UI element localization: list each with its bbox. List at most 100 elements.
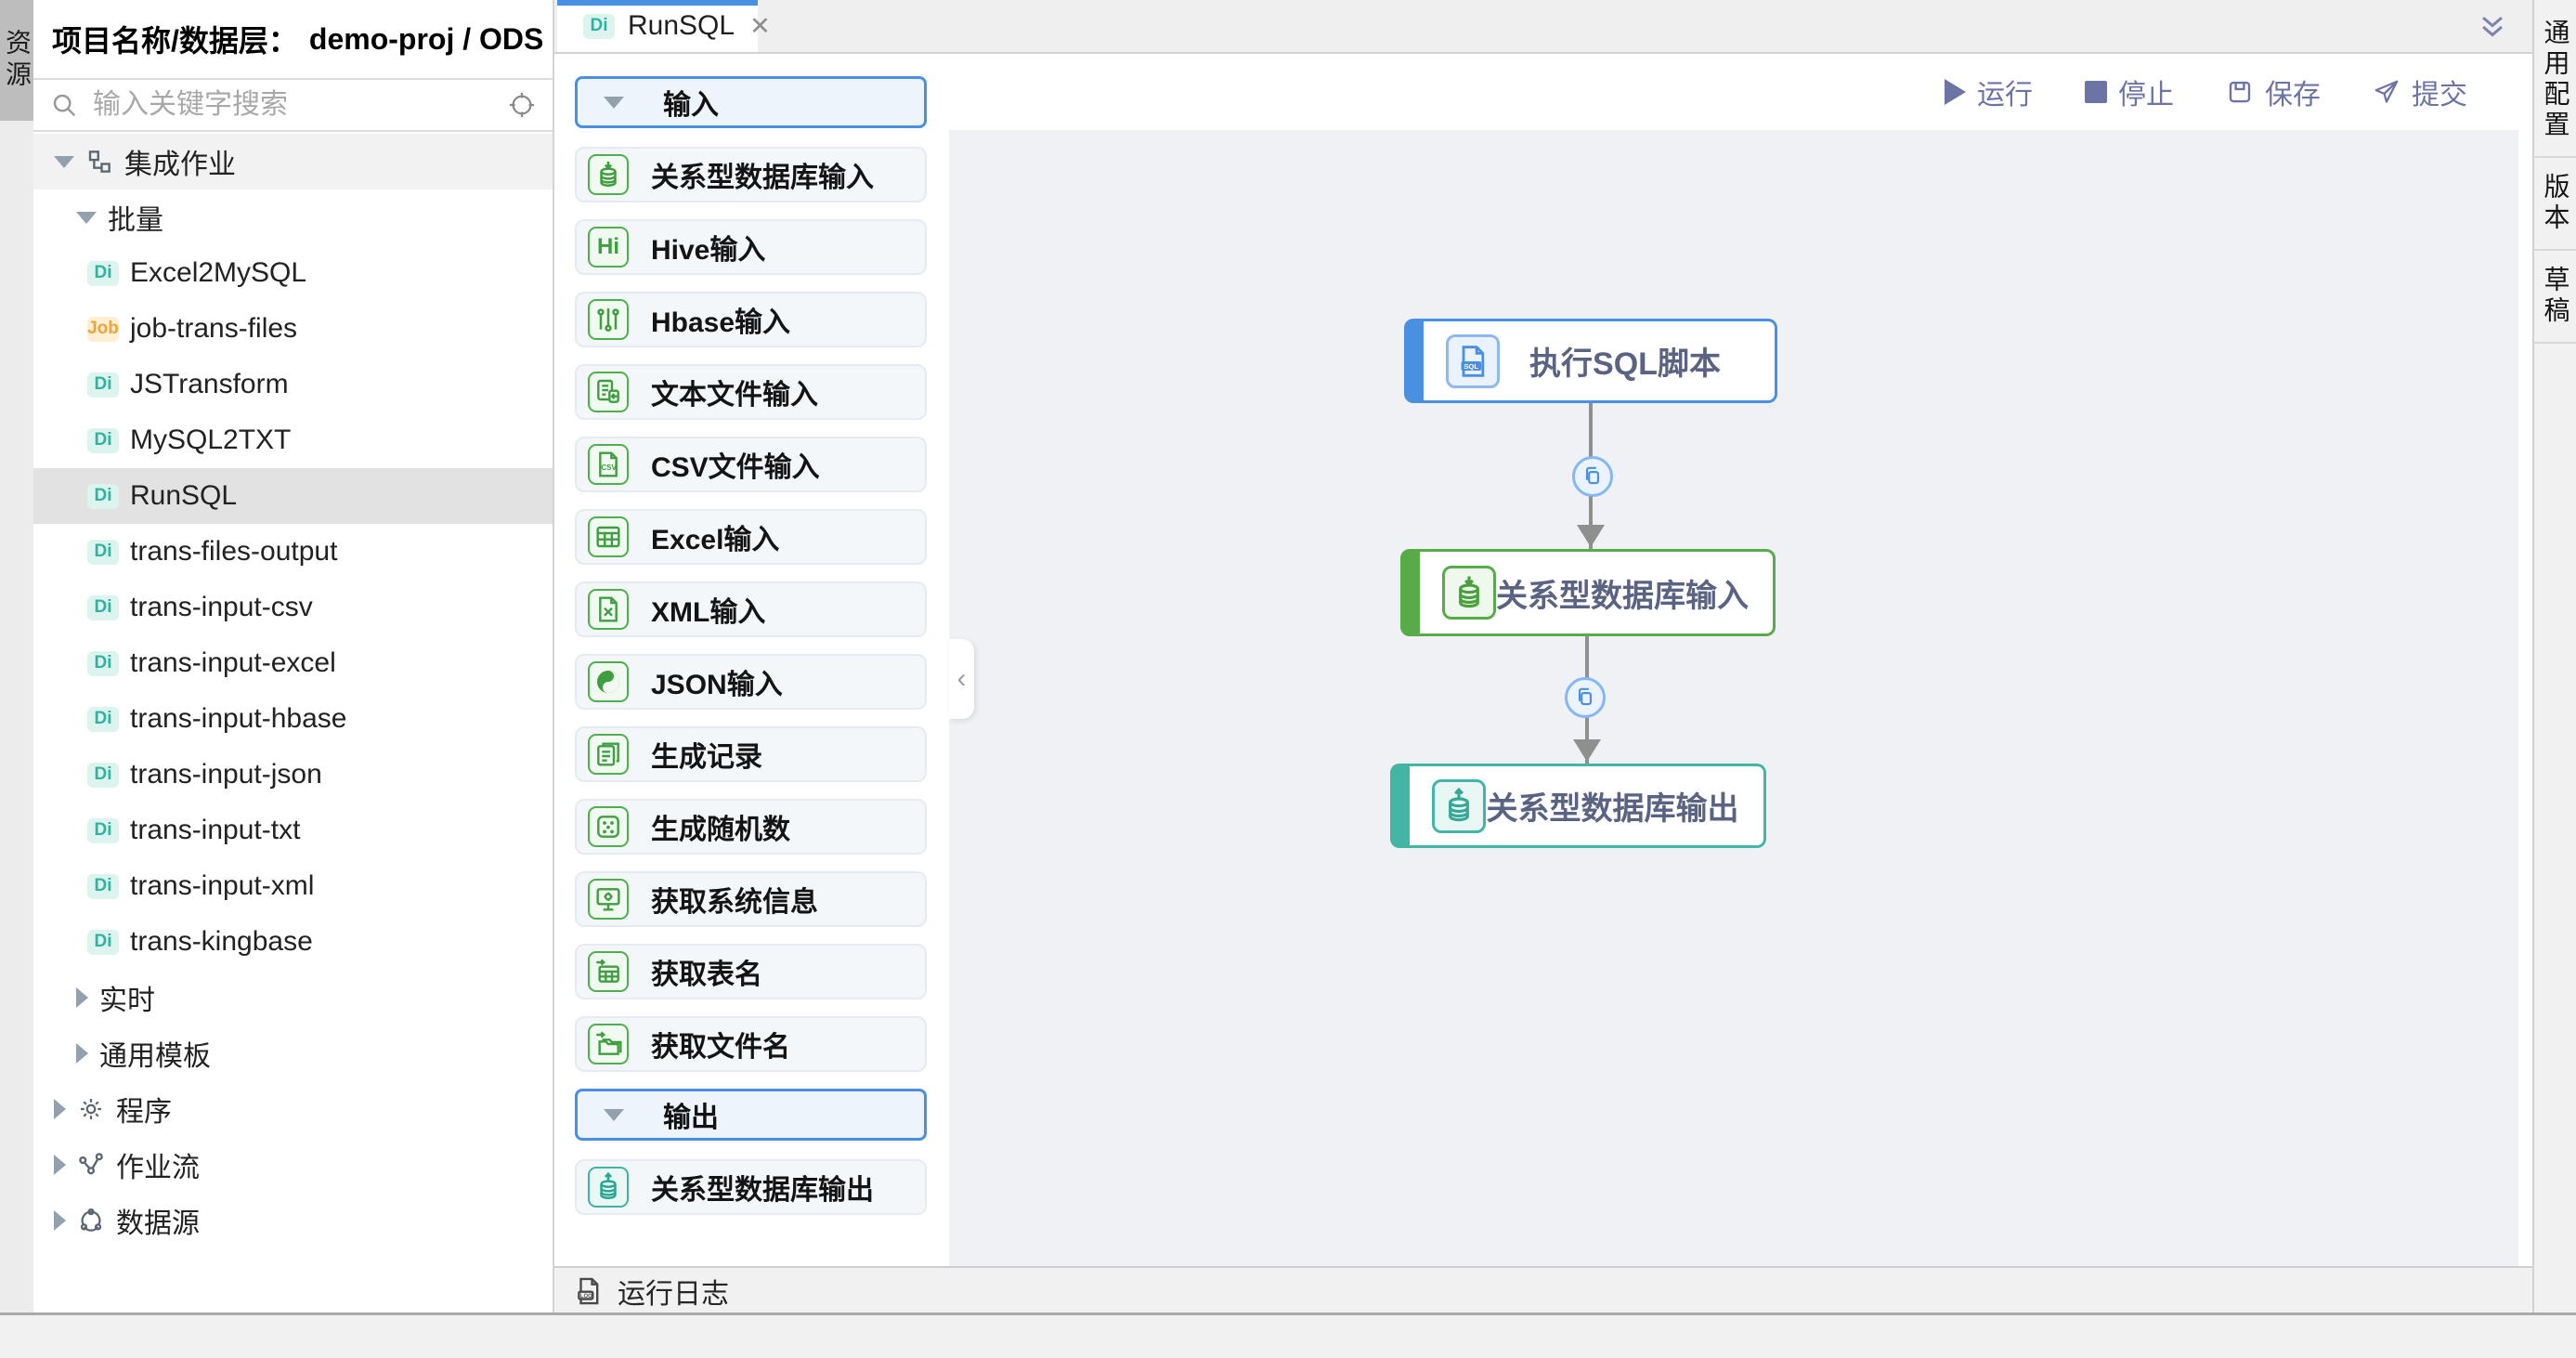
right-rail: 通用配置 版本 草稿 bbox=[2532, 0, 2576, 1313]
hop-link-icon[interactable] bbox=[1572, 456, 1613, 497]
chevron-right-icon[interactable] bbox=[76, 987, 88, 1008]
tree-node-label: MySQL2TXT bbox=[130, 424, 292, 455]
chevron-down-icon[interactable] bbox=[76, 211, 97, 224]
tree-node-integration-jobs[interactable]: 集成作业 bbox=[33, 134, 553, 189]
component-palette: 输入 关系型数据库输入 Hi Hive输入 Hbase输入 文本文件输入 CSV… bbox=[554, 54, 949, 1266]
tree-leaf-trans-input-csv[interactable]: Di trans-input-csv bbox=[33, 580, 553, 635]
tree-leaf-trans-input-xml[interactable]: Di trans-input-xml bbox=[33, 858, 553, 914]
tree-leaf-trans-input-excel[interactable]: Di trans-input-excel bbox=[33, 635, 553, 691]
palette-item-label: Hbase输入 bbox=[651, 307, 791, 338]
palette-item-excel-input[interactable]: Excel输入 bbox=[575, 509, 927, 565]
tree-leaf-trans-input-json[interactable]: Di trans-input-json bbox=[33, 747, 553, 803]
chevron-down-icon[interactable] bbox=[54, 155, 74, 168]
tree-leaf-jstransform[interactable]: Di JSTransform bbox=[33, 357, 553, 412]
search-input[interactable] bbox=[91, 88, 508, 122]
palette-section-input[interactable]: 输入 bbox=[575, 76, 927, 128]
tab-drafts[interactable]: 草稿 bbox=[2534, 251, 2576, 344]
database-output-icon bbox=[588, 1167, 629, 1208]
dice-icon bbox=[588, 806, 629, 847]
palette-item-db-output[interactable]: 关系型数据库输出 bbox=[575, 1159, 927, 1215]
double-chevron-down-icon[interactable] bbox=[2477, 11, 2508, 47]
tree-leaf-trans-input-txt[interactable]: Di trans-input-txt bbox=[33, 803, 553, 858]
tree-node-common-templates[interactable]: 通用模板 bbox=[33, 1025, 553, 1081]
palette-item-generate-records[interactable]: 生成记录 bbox=[575, 726, 927, 782]
datasource-icon bbox=[77, 1207, 105, 1234]
close-icon[interactable]: ✕ bbox=[749, 11, 771, 40]
palette-item-db-input[interactable]: 关系型数据库输入 bbox=[575, 147, 927, 202]
palette-item-csv-input[interactable]: CSV CSV文件输入 bbox=[575, 437, 927, 492]
tree-node-realtime[interactable]: 实时 bbox=[33, 970, 553, 1025]
tree-leaf-trans-files-output[interactable]: Di trans-files-output bbox=[33, 524, 553, 580]
tree-node-batch[interactable]: 批量 bbox=[33, 189, 553, 245]
tree-leaf-job-trans-files[interactable]: Job job-trans-files bbox=[33, 301, 553, 357]
di-badge: Di bbox=[87, 762, 119, 788]
tree-node-label: RunSQL bbox=[130, 480, 238, 511]
flow-canvas[interactable]: ‹ SQL 执行SQL脚本 关系型数据库输入 bbox=[949, 130, 2518, 1266]
palette-item-label: 生成记录 bbox=[651, 742, 762, 773]
tab-versions[interactable]: 版本 bbox=[2534, 158, 2576, 251]
chevron-right-icon[interactable] bbox=[54, 1099, 66, 1119]
arrowhead-icon bbox=[1577, 525, 1605, 547]
palette-item-get-sysinfo[interactable]: 获取系统信息 bbox=[575, 871, 927, 927]
palette-item-get-tablename[interactable]: 获取表名 bbox=[575, 944, 927, 999]
chevron-right-icon[interactable] bbox=[54, 1155, 66, 1175]
arrowhead-icon bbox=[1573, 739, 1601, 762]
tree-node-datasources[interactable]: 数据源 bbox=[33, 1193, 553, 1248]
tree-node-workflows[interactable]: 作业流 bbox=[33, 1137, 553, 1193]
chevron-down-icon bbox=[604, 1108, 624, 1121]
chevron-right-icon[interactable] bbox=[54, 1210, 66, 1231]
chevron-right-icon[interactable] bbox=[76, 1043, 88, 1064]
palette-item-label: 获取系统信息 bbox=[651, 887, 818, 918]
resources-rail-tab-label: 资源 bbox=[3, 29, 32, 92]
palette-item-get-filename[interactable]: 获取文件名 bbox=[575, 1016, 927, 1072]
locate-icon[interactable] bbox=[508, 91, 536, 119]
run-log-label: 运行日志 bbox=[618, 1278, 729, 1310]
tree-node-label: 批量 bbox=[108, 205, 163, 236]
project-header-label: 项目名称/数据层： bbox=[52, 24, 298, 58]
palette-item-xml-input[interactable]: XML输入 bbox=[575, 581, 927, 637]
palette-item-label: JSON输入 bbox=[651, 670, 783, 700]
submit-button[interactable]: 提交 bbox=[2373, 72, 2467, 112]
tree-leaf-runsql-selected[interactable]: Di RunSQL bbox=[33, 468, 553, 524]
tree-leaf-trans-kingbase[interactable]: Di trans-kingbase bbox=[33, 914, 553, 970]
save-button[interactable]: 保存 bbox=[2226, 72, 2321, 112]
tab-runsql[interactable]: Di RunSQL ✕ bbox=[557, 0, 771, 52]
resource-tree: 集成作业 批量 Di Excel2MySQL Job job-trans-fil… bbox=[33, 132, 553, 1248]
palette-item-hive-input[interactable]: Hi Hive输入 bbox=[575, 219, 927, 275]
sidebar: 项目名称/数据层： demo-proj / ODS 集成作业 批量 Di Exc… bbox=[33, 0, 554, 1313]
palette-item-json-input[interactable]: JSON输入 bbox=[575, 654, 927, 710]
log-file-icon: LOG bbox=[578, 1277, 599, 1304]
chevron-left-icon: ‹ bbox=[956, 663, 967, 694]
gear-icon bbox=[77, 1095, 105, 1123]
palette-item-label: 获取文件名 bbox=[651, 1032, 790, 1063]
tree-node-label: 集成作业 bbox=[124, 150, 236, 180]
log-glyph: LOG bbox=[580, 1293, 592, 1299]
palette-section-output[interactable]: 输出 bbox=[575, 1089, 927, 1141]
palette-item-label: XML输入 bbox=[651, 597, 766, 628]
workflow-icon bbox=[77, 1151, 105, 1179]
node-db-input[interactable]: 关系型数据库输入 bbox=[1400, 549, 1776, 636]
hop-link-icon[interactable] bbox=[1565, 677, 1606, 718]
node-db-output[interactable]: 关系型数据库输出 bbox=[1390, 764, 1766, 848]
tree-leaf-excel2mysql[interactable]: Di Excel2MySQL bbox=[33, 245, 553, 301]
tree-leaf-trans-input-hbase[interactable]: Di trans-input-hbase bbox=[33, 691, 553, 747]
run-button[interactable]: 运行 bbox=[1945, 72, 2033, 112]
stop-button-label: 停止 bbox=[2118, 80, 2174, 111]
palette-item-generate-random[interactable]: 生成随机数 bbox=[575, 799, 927, 855]
tab-label: 通用配置 bbox=[2541, 19, 2570, 141]
resources-rail-tab[interactable]: 资源 bbox=[0, 0, 33, 121]
tree-leaf-mysql2txt[interactable]: Di MySQL2TXT bbox=[33, 412, 553, 468]
palette-item-textfile-input[interactable]: 文本文件输入 bbox=[575, 364, 927, 420]
palette-item-hbase-input[interactable]: Hbase输入 bbox=[575, 292, 927, 347]
stop-button[interactable]: 停止 bbox=[2085, 72, 2174, 112]
di-badge: Di bbox=[87, 650, 119, 676]
tree-node-programs[interactable]: 程序 bbox=[33, 1081, 553, 1137]
palette-collapse-handle[interactable]: ‹ bbox=[949, 639, 974, 719]
node-run-sql-script[interactable]: SQL 执行SQL脚本 bbox=[1404, 319, 1777, 403]
sitemap-icon bbox=[85, 148, 113, 176]
tab-general-config[interactable]: 通用配置 bbox=[2534, 0, 2576, 158]
play-icon bbox=[1945, 79, 1966, 105]
tree-node-label: trans-input-json bbox=[130, 759, 322, 790]
submit-button-label: 提交 bbox=[2412, 80, 2467, 111]
run-log-bar[interactable]: LOG 运行日志 bbox=[554, 1266, 2532, 1313]
